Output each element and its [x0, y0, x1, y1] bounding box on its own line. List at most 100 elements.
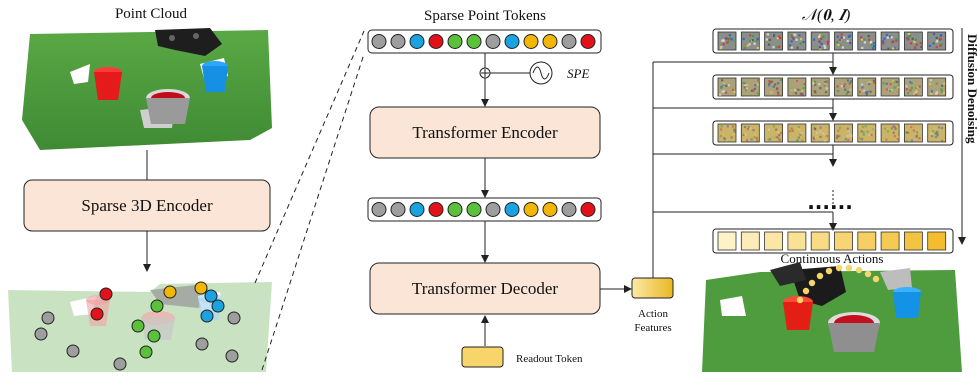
noise-speck: [768, 83, 771, 86]
noise-speck: [863, 89, 866, 92]
noise-speck: [895, 80, 899, 83]
noise-speck: [935, 82, 938, 85]
noise-speck: [772, 33, 776, 37]
noise-speck: [729, 37, 732, 40]
noise-speck: [743, 86, 746, 89]
noise-speck: [748, 43, 751, 46]
noise-speck: [771, 137, 774, 140]
noise-speck: [778, 138, 781, 141]
noise-speck: [820, 42, 823, 45]
noise-speck: [861, 86, 864, 89]
noise-speck: [915, 86, 918, 89]
point-token: [485, 34, 501, 49]
noise-speck: [776, 37, 779, 40]
noise-speck: [892, 79, 895, 83]
noise-speck: [843, 85, 846, 88]
noise-speck: [752, 35, 755, 38]
noise-speck: [890, 127, 894, 130]
noise-speck: [885, 138, 888, 141]
noise-speck: [819, 87, 822, 90]
noise-speck: [752, 89, 755, 92]
noise-speck: [722, 82, 725, 85]
noise-speck: [791, 129, 794, 132]
ellipsis-icon: ......: [807, 190, 853, 214]
noise-speck: [775, 128, 778, 131]
action-cell: [740, 231, 760, 251]
zoom-line-bottom: [261, 53, 365, 371]
action-cell: [717, 31, 737, 51]
noise-speck: [749, 39, 752, 42]
noise-speck: [790, 46, 793, 49]
noise-speck: [847, 138, 850, 141]
noise-speck: [935, 92, 938, 96]
noise-speck: [873, 127, 876, 130]
noise-speck: [872, 47, 875, 50]
noise-speck: [720, 86, 723, 89]
noise-speck: [932, 129, 935, 133]
noise-speck: [907, 131, 910, 134]
noise-speck: [777, 131, 780, 134]
noise-speck: [802, 86, 805, 90]
noise-speck: [823, 84, 826, 87]
noise-speck: [818, 83, 821, 86]
action-cell: [834, 123, 853, 143]
noise-speck: [826, 40, 829, 43]
noise-speck: [835, 136, 838, 140]
noise-speck: [766, 33, 770, 36]
noise-speck: [936, 133, 939, 136]
noise-speck: [721, 90, 724, 94]
action-cell: [880, 77, 900, 97]
noise-speck: [872, 79, 875, 82]
noise-speck: [915, 131, 919, 134]
noise-speck: [835, 41, 839, 44]
continuous-actions-label: Continuous Actions: [781, 251, 884, 266]
noise-speck: [928, 44, 932, 47]
action-cell: [764, 231, 783, 251]
noise-speck: [825, 80, 829, 83]
noise-speck: [814, 127, 817, 130]
noise-speck: [778, 35, 781, 38]
noise-speck: [727, 40, 730, 43]
noise-speck: [791, 137, 794, 141]
point-token: [390, 202, 406, 217]
noise-speck: [743, 125, 747, 129]
noise-speck: [722, 133, 725, 137]
spe-label: SPE: [567, 66, 589, 81]
noise-speck: [792, 37, 795, 40]
noise-speck: [886, 130, 889, 133]
noise-speck: [820, 37, 823, 40]
noise-speck: [775, 46, 778, 49]
action-cell: [904, 231, 923, 251]
noise-speck: [934, 127, 937, 130]
noise-speck: [940, 34, 943, 37]
noise-speck: [886, 127, 889, 131]
noise-speck: [797, 136, 800, 139]
noise-speck: [840, 36, 843, 39]
noise-speck: [866, 130, 869, 133]
noise-speck: [892, 47, 895, 50]
noise-speck: [872, 45, 876, 48]
noise-speck: [905, 139, 908, 142]
noise-speck: [719, 47, 722, 50]
noise-speck: [814, 91, 817, 94]
noise-speck: [910, 139, 913, 142]
noise-speck: [799, 42, 802, 45]
noise-speck: [861, 137, 864, 141]
noise-speck: [796, 128, 799, 131]
noise-speck: [749, 34, 752, 37]
action-cell: [717, 231, 737, 251]
noise-speck: [846, 134, 849, 138]
noise-speck: [824, 91, 828, 94]
action-features-label-2: Features: [634, 322, 671, 334]
noise-speck: [932, 33, 936, 36]
point-cloud-title: Point Cloud: [115, 6, 188, 22]
noise-speck: [940, 43, 943, 46]
noise-speck: [827, 42, 830, 46]
noise-speck: [818, 34, 822, 37]
noise-speck: [721, 39, 725, 42]
noise-speck: [778, 45, 781, 48]
point-token: [580, 34, 596, 49]
noise-speck: [846, 127, 849, 130]
noise-speck: [870, 43, 873, 46]
noise-speck: [867, 38, 871, 41]
